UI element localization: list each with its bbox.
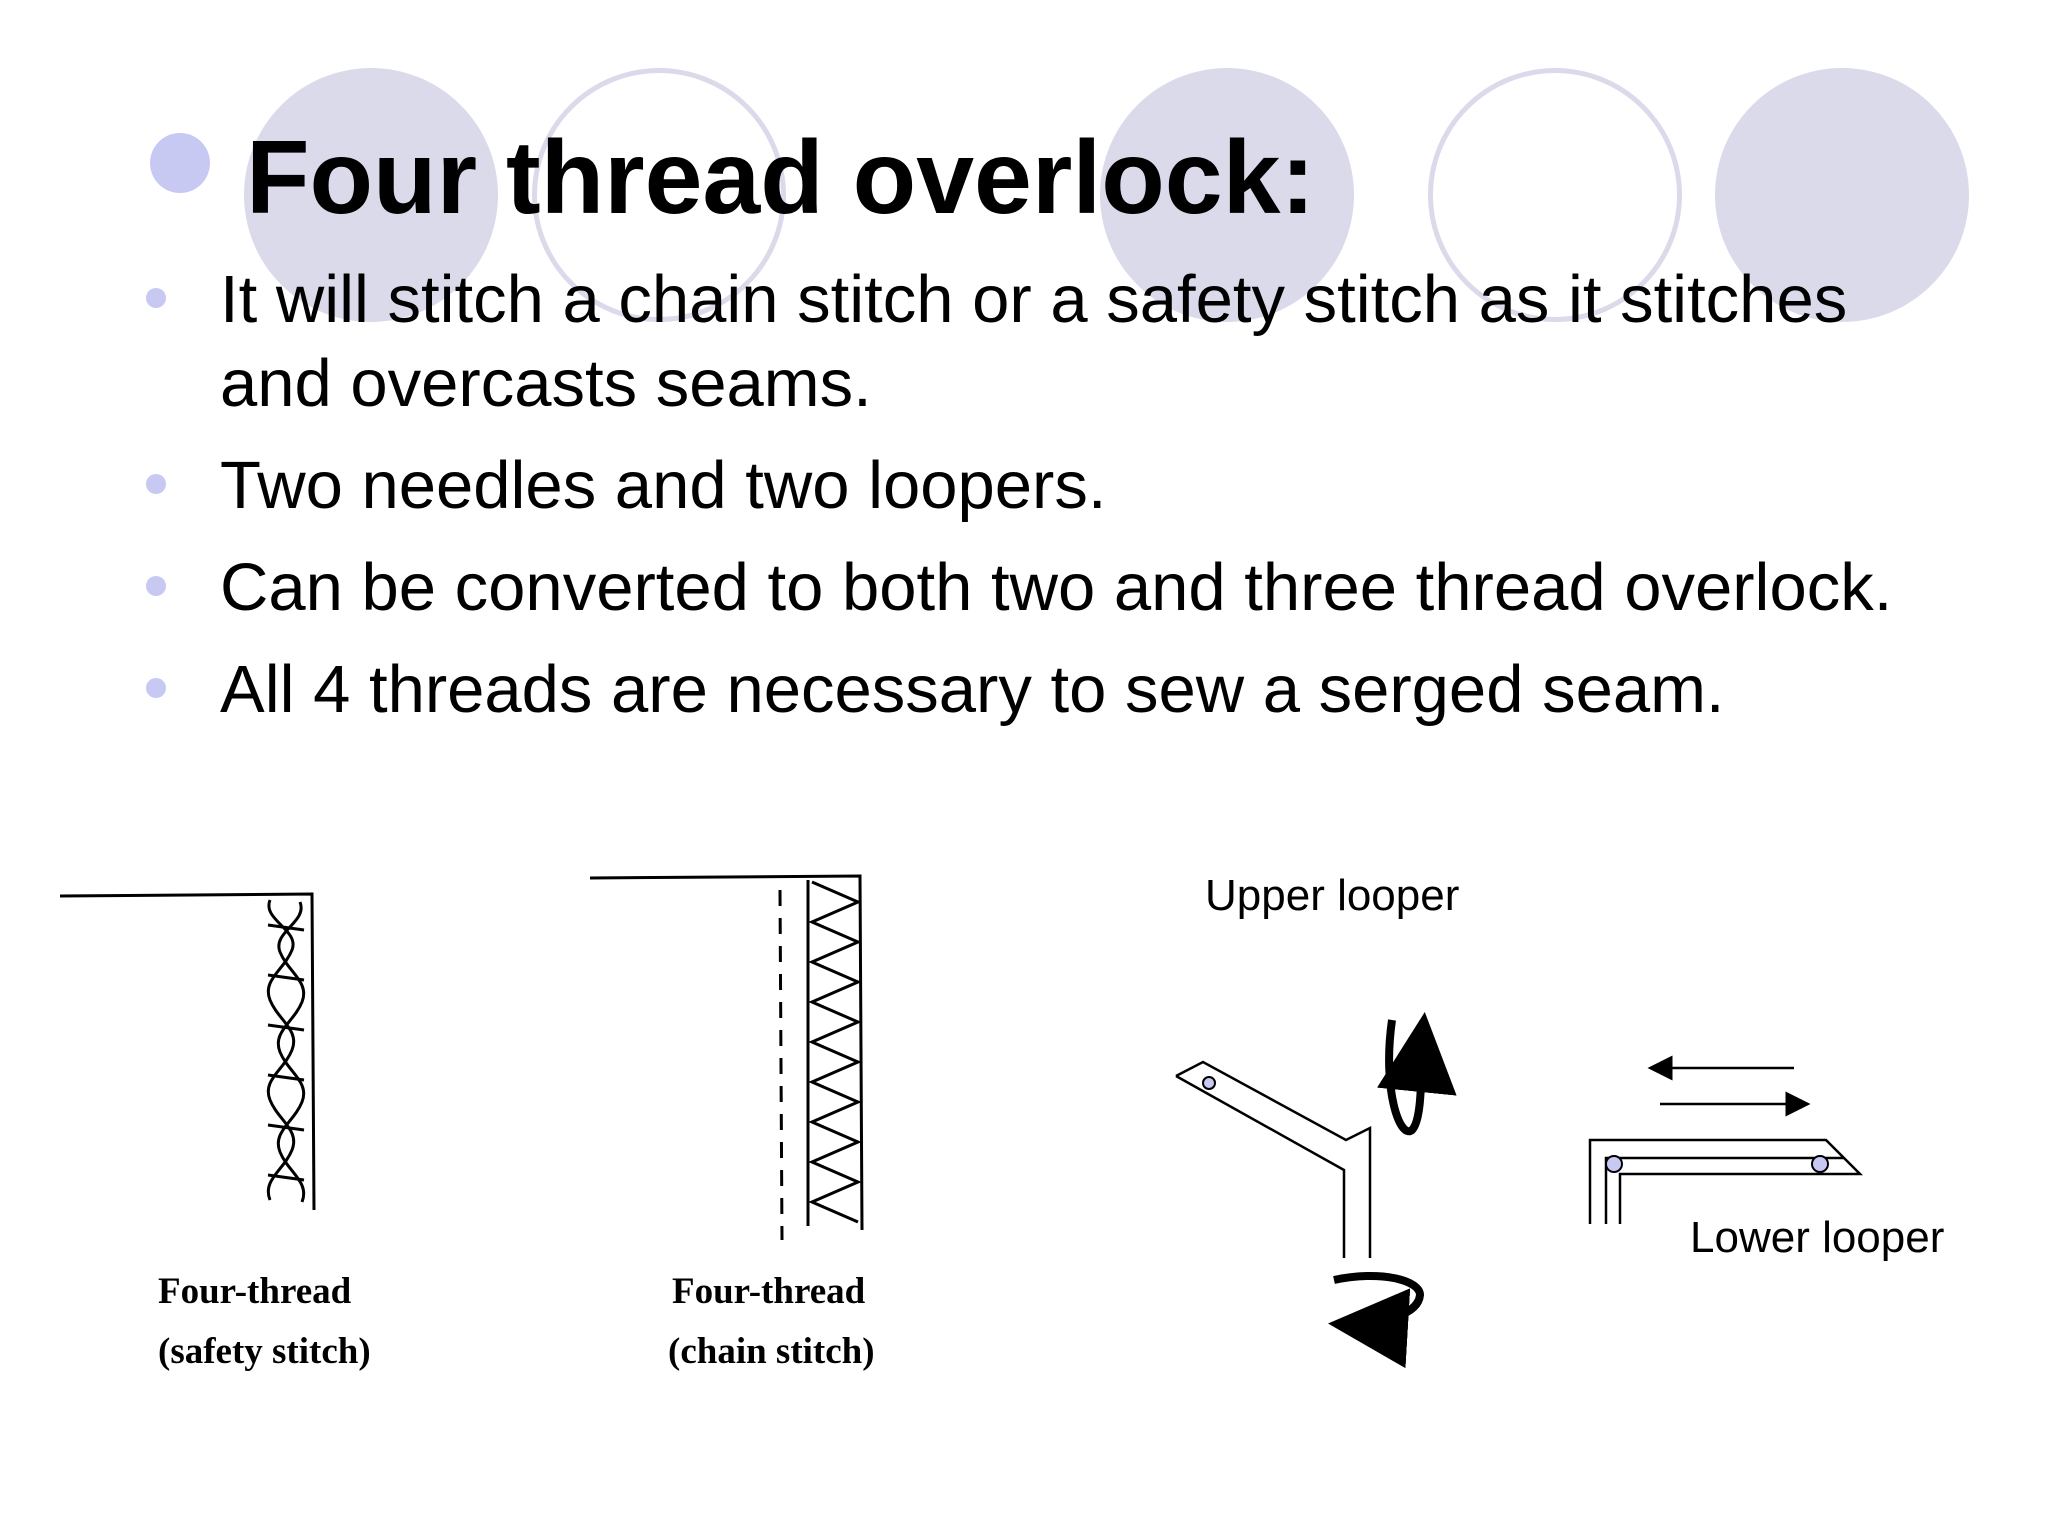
bullet-dot [146, 576, 166, 596]
bullet-item: All 4 threads are necessary to sew a ser… [140, 648, 1970, 732]
fabric-edge [589, 874, 864, 1231]
upper-looper-label: Upper looper [1205, 871, 1459, 920]
safety-caption-line2: (safety stitch) [158, 1331, 371, 1372]
upward-arrow [1377, 1012, 1457, 1136]
upper-looper-shape [1175, 1060, 1372, 1258]
safety-stitch-loops [266, 899, 306, 1203]
bullet-list: It will stitch a chain stitch or a safet… [140, 258, 1970, 750]
bullet-item: Two needles and two loopers. [140, 444, 1970, 528]
chain-caption-line1: Four-thread [672, 1271, 866, 1312]
bullet-dot [146, 678, 166, 698]
bullet-item: It will stitch a chain stitch or a safet… [140, 258, 1970, 426]
rotate-arrow [1328, 1271, 1425, 1369]
slide-title: Four thread overlock: [246, 120, 1316, 236]
overlock-diagrams: Four-thread (safety stitch) Four-thread … [59, 871, 1944, 1372]
lower-looper-eye-right [1811, 1155, 1829, 1173]
lower-looper-label: Lower looper [1690, 1213, 1944, 1262]
bullet-item: Can be converted to both two and three t… [140, 546, 1970, 630]
chain-stitch-figure: Four-thread (chain stitch) [589, 874, 875, 1372]
bullet-text: Can be converted to both two and three t… [220, 550, 1893, 625]
upper-looper-eye [1202, 1076, 1216, 1090]
bullet-dot [146, 474, 166, 494]
decor-circle-3 [1100, 68, 1354, 322]
lower-looper-shape [1588, 1138, 1864, 1224]
title-bullet [150, 133, 210, 193]
chain-stitch-line [778, 889, 784, 1241]
bullet-text: Two needles and two loopers. [220, 448, 1107, 523]
lower-looper-eye-left [1605, 1155, 1623, 1173]
chain-caption-line2: (chain stitch) [668, 1331, 875, 1372]
decor-circle-5 [1715, 68, 1969, 322]
bullet-text: All 4 threads are necessary to sew a ser… [220, 652, 1725, 727]
decor-circle-2 [532, 68, 786, 322]
lower-looper-figure: Lower looper [1588, 1055, 1944, 1262]
safety-caption-line1: Four-thread [158, 1271, 352, 1312]
chain-zigzag [808, 880, 862, 1224]
safety-stitch-figure: Four-thread (safety stitch) [59, 892, 371, 1372]
upper-looper-figure: Upper looper [1175, 871, 1459, 1369]
fabric-edge [59, 892, 316, 1211]
bullet-text: It will stitch a chain stitch or a safet… [220, 262, 1848, 421]
decor-circle-4 [1428, 68, 1682, 322]
decor-circle-1 [244, 68, 498, 322]
bullet-dot [146, 288, 166, 308]
